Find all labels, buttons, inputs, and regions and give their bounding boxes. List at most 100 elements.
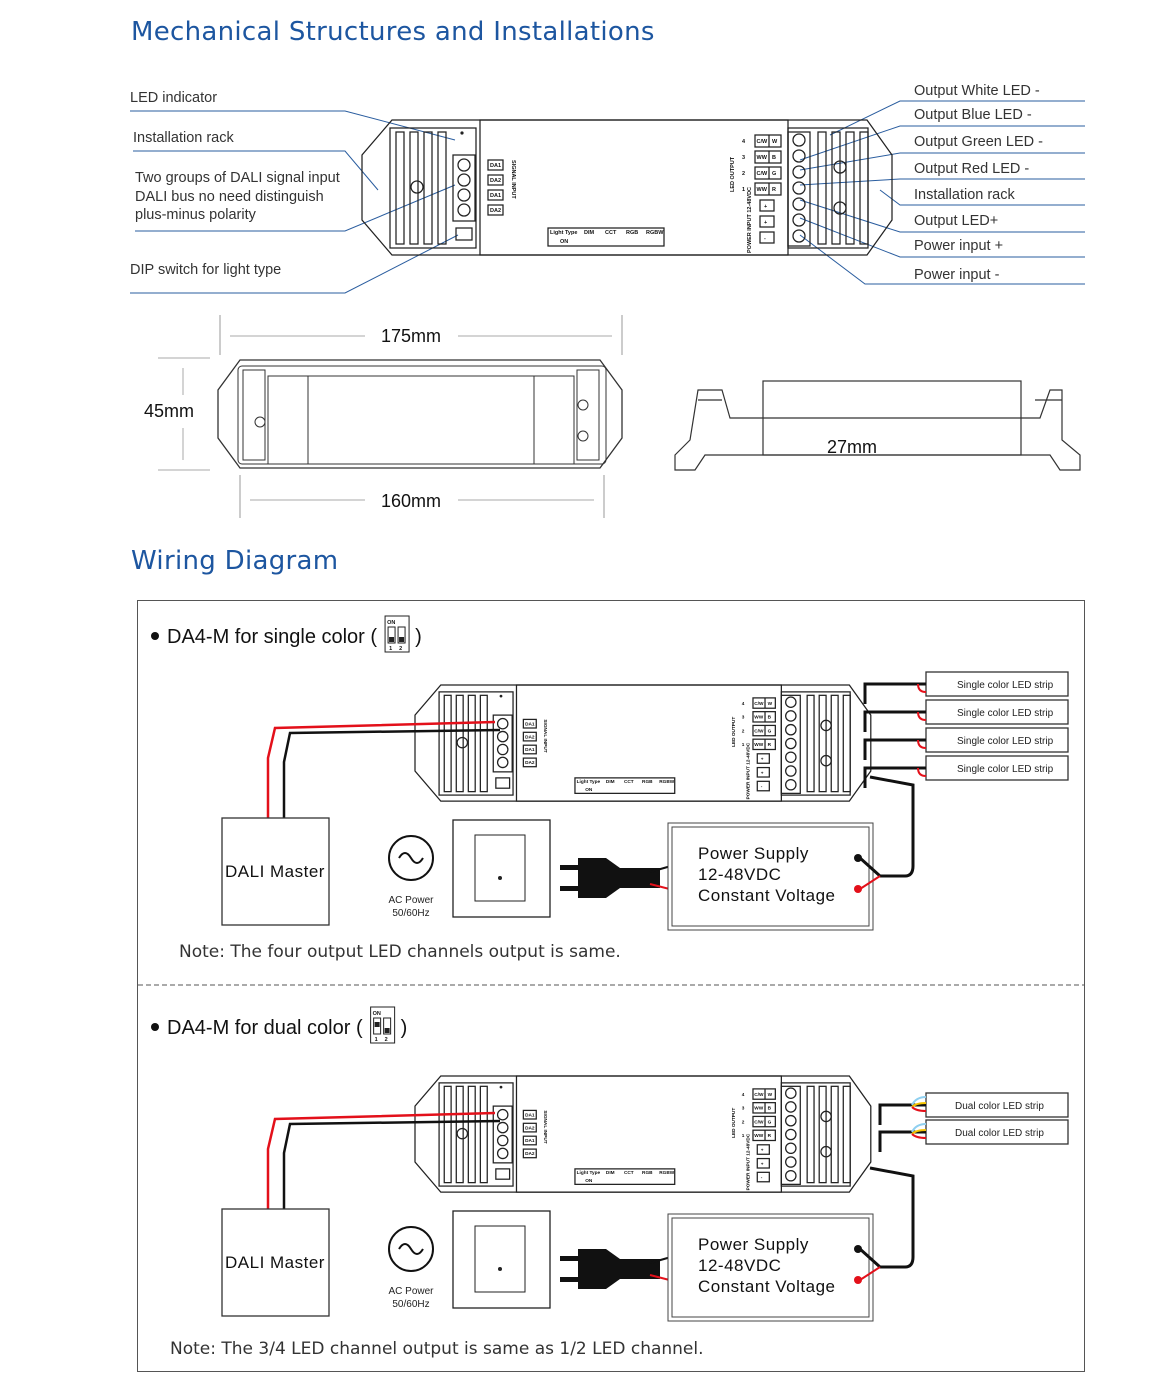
channel-number: 4: [742, 139, 746, 145]
rack-slot: [806, 1085, 815, 1184]
wire-strip: [878, 1130, 926, 1152]
channel-code-left: C/W: [757, 139, 769, 145]
terminal-screw: [785, 765, 797, 777]
power-input-label: POWER INPUT 12-48VDC: [746, 1133, 752, 1190]
rack-slot: [818, 694, 827, 793]
wire-strip: [863, 682, 926, 704]
power-supply-text: Power Supply: [698, 1235, 809, 1254]
label-led-indicator: LED indicator: [130, 90, 217, 106]
led-output-label: LED OUTPUT: [730, 156, 736, 192]
led-strip-box: [925, 755, 1069, 781]
light-type-header: RGBW: [646, 230, 664, 236]
light-type-table: [547, 227, 665, 247]
power-supply-text: 12-48VDC: [698, 1256, 781, 1275]
signal-terminal-label-box: [522, 1109, 537, 1120]
power-terminal-box: [759, 199, 775, 212]
channel-number: 1: [742, 187, 745, 193]
power-supply-text: Constant Voltage: [698, 1277, 835, 1296]
rack-slot: [831, 131, 841, 245]
mount-hole: [833, 160, 847, 174]
light-type-header: RGBW: [659, 1170, 674, 1176]
rack-slot: [443, 694, 452, 793]
light-type-header: RGBW: [659, 779, 674, 785]
label-power-plus: Power input +: [914, 238, 1003, 254]
channel-code-left: C/W: [757, 171, 769, 177]
dimension-side-view: [674, 380, 1081, 471]
channel-code-right: W: [768, 1092, 773, 1098]
ps-terminal-positive: [854, 885, 862, 893]
terminal-screw: [496, 717, 509, 730]
light-type-table: [574, 777, 676, 794]
dip-num: 1: [389, 646, 392, 652]
ac-frequency-label: 50/60Hz: [392, 1299, 429, 1310]
terminal-screw: [457, 158, 471, 172]
signal-terminal-label: DA1: [525, 721, 535, 727]
wall-socket: [452, 1210, 551, 1309]
led-indicator: [499, 694, 503, 698]
channel-number: 1: [742, 1133, 745, 1139]
signal-terminal-label-box: [487, 159, 504, 171]
channel-code-left: WW: [754, 742, 763, 748]
dali-master-box: [221, 817, 330, 926]
dip-switch: [495, 777, 511, 789]
terminal-screw: [792, 149, 806, 163]
signal-terminal-label: DA2: [525, 760, 535, 766]
signal-terminal-label: DA1: [525, 1112, 535, 1118]
channel-code-box: [754, 150, 782, 164]
label-dip-switch: DIP switch for light type: [130, 262, 281, 278]
terminal-screw: [496, 756, 509, 769]
terminal-screw: [792, 197, 806, 211]
channel-number: 4: [742, 701, 745, 707]
terminal-screw: [785, 1087, 797, 1099]
output-terminal-block: [787, 131, 811, 247]
channel-code-right: B: [772, 155, 776, 161]
output-terminal-block: [780, 694, 801, 794]
mount-hole: [820, 1145, 832, 1158]
signal-terminal-label-box: [487, 174, 504, 186]
channel-code-right: W: [772, 139, 778, 145]
rack-slot: [455, 694, 464, 793]
power-terminal-sign: +: [761, 1162, 764, 1167]
channel-code-left: WW: [754, 1106, 763, 1112]
wire-dali-black: [282, 728, 501, 818]
signal-terminal-label-box: [522, 757, 537, 768]
channel-code-right: R: [772, 187, 776, 193]
channel-code-box: [752, 1088, 776, 1100]
rack-slot: [395, 131, 405, 245]
signal-terminal-label-box: [522, 1122, 537, 1133]
mount-hole: [410, 180, 424, 194]
wire-dali-red: [266, 720, 496, 818]
channel-number: 3: [742, 715, 745, 721]
terminal-screw: [457, 203, 471, 217]
power-terminal-sign: -: [764, 236, 766, 242]
power-supply-text: Power Supply: [698, 844, 809, 863]
signal-terminal-label-box: [522, 1135, 537, 1146]
channel-code-box: [752, 711, 776, 723]
channel-code-left: C/W: [754, 1119, 764, 1125]
channel-code-box: [754, 166, 782, 180]
signal-terminal-label-box: [522, 718, 537, 729]
rack-slot: [842, 694, 851, 793]
rack-slot: [845, 131, 855, 245]
rack-slot: [423, 131, 433, 245]
terminal-screw: [792, 229, 806, 243]
mechanical-labels: LED indicator Installation rack Two grou…: [130, 83, 1085, 294]
channel-code-right: B: [768, 715, 772, 721]
terminal-screw: [792, 133, 806, 147]
terminal-screw: [496, 1134, 509, 1147]
ps-terminal-positive: [854, 1276, 862, 1284]
channel-code-box: [752, 1102, 776, 1114]
power-terminal-sign: -: [761, 1176, 763, 1181]
led-strip-box: [925, 699, 1069, 725]
label-dali-input-1: Two groups of DALI signal input: [135, 170, 340, 186]
channel-code-right: G: [768, 1119, 772, 1125]
power-terminal-sign: +: [764, 204, 767, 210]
channel-code-box: [752, 738, 776, 751]
channel-code-left: WW: [757, 155, 768, 161]
ac-power-label: AC Power: [388, 895, 434, 906]
terminal-screw: [785, 696, 797, 708]
rack-slot: [830, 694, 839, 793]
channel-number: 1: [742, 742, 745, 748]
